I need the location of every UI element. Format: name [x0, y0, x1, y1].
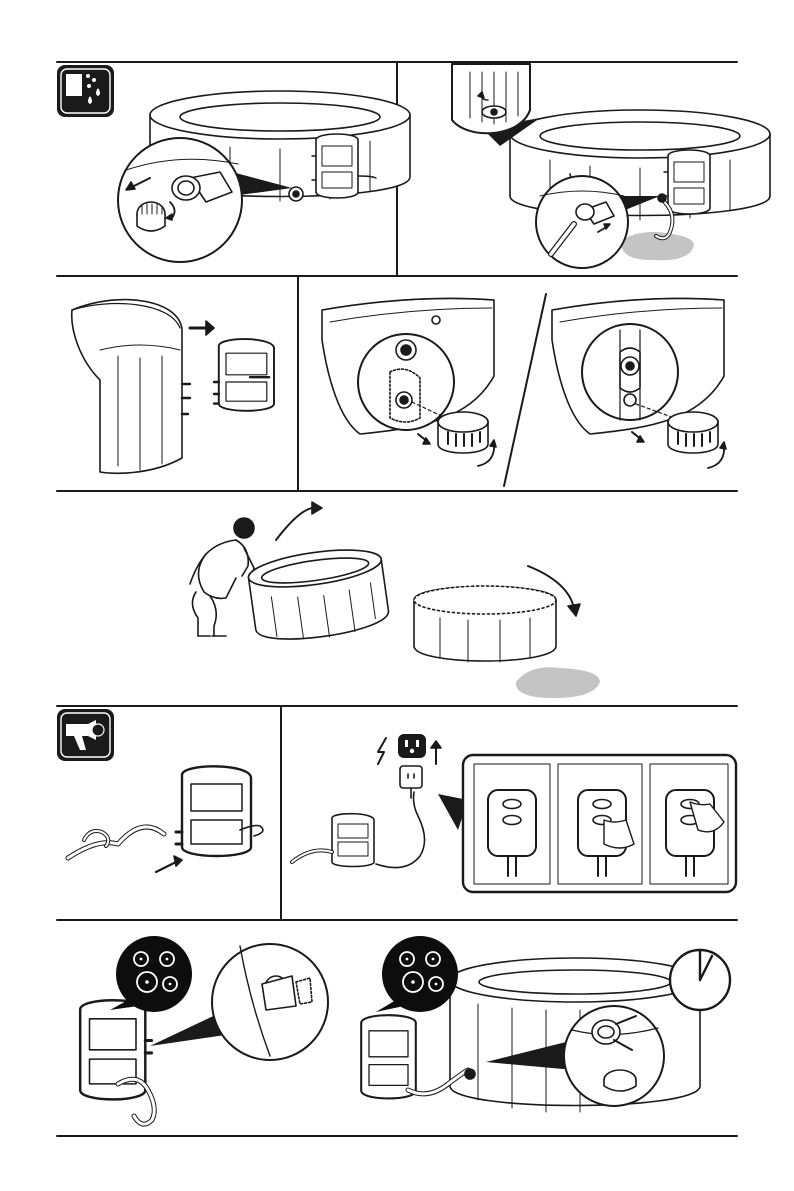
panel-tip-spa — [190, 502, 600, 698]
air-jets-badge-2 — [376, 936, 458, 1012]
panel-drain-hose — [452, 64, 770, 268]
panel-inflate-spa — [361, 936, 730, 1112]
panel-remove-filters — [322, 294, 726, 486]
panel-dry-hose — [57, 709, 263, 872]
panel-blow-dry-controls — [292, 734, 736, 892]
panel-drain-spa — [57, 65, 410, 262]
person-figure — [190, 518, 254, 636]
panel-reattach-air — [80, 936, 328, 1124]
timer-clock-icon — [670, 950, 730, 1010]
panel-detach-pump — [72, 300, 274, 474]
hair-dryer-icon — [57, 709, 114, 761]
water-drain-icon — [57, 65, 114, 117]
power-outlet-icon — [378, 734, 441, 798]
